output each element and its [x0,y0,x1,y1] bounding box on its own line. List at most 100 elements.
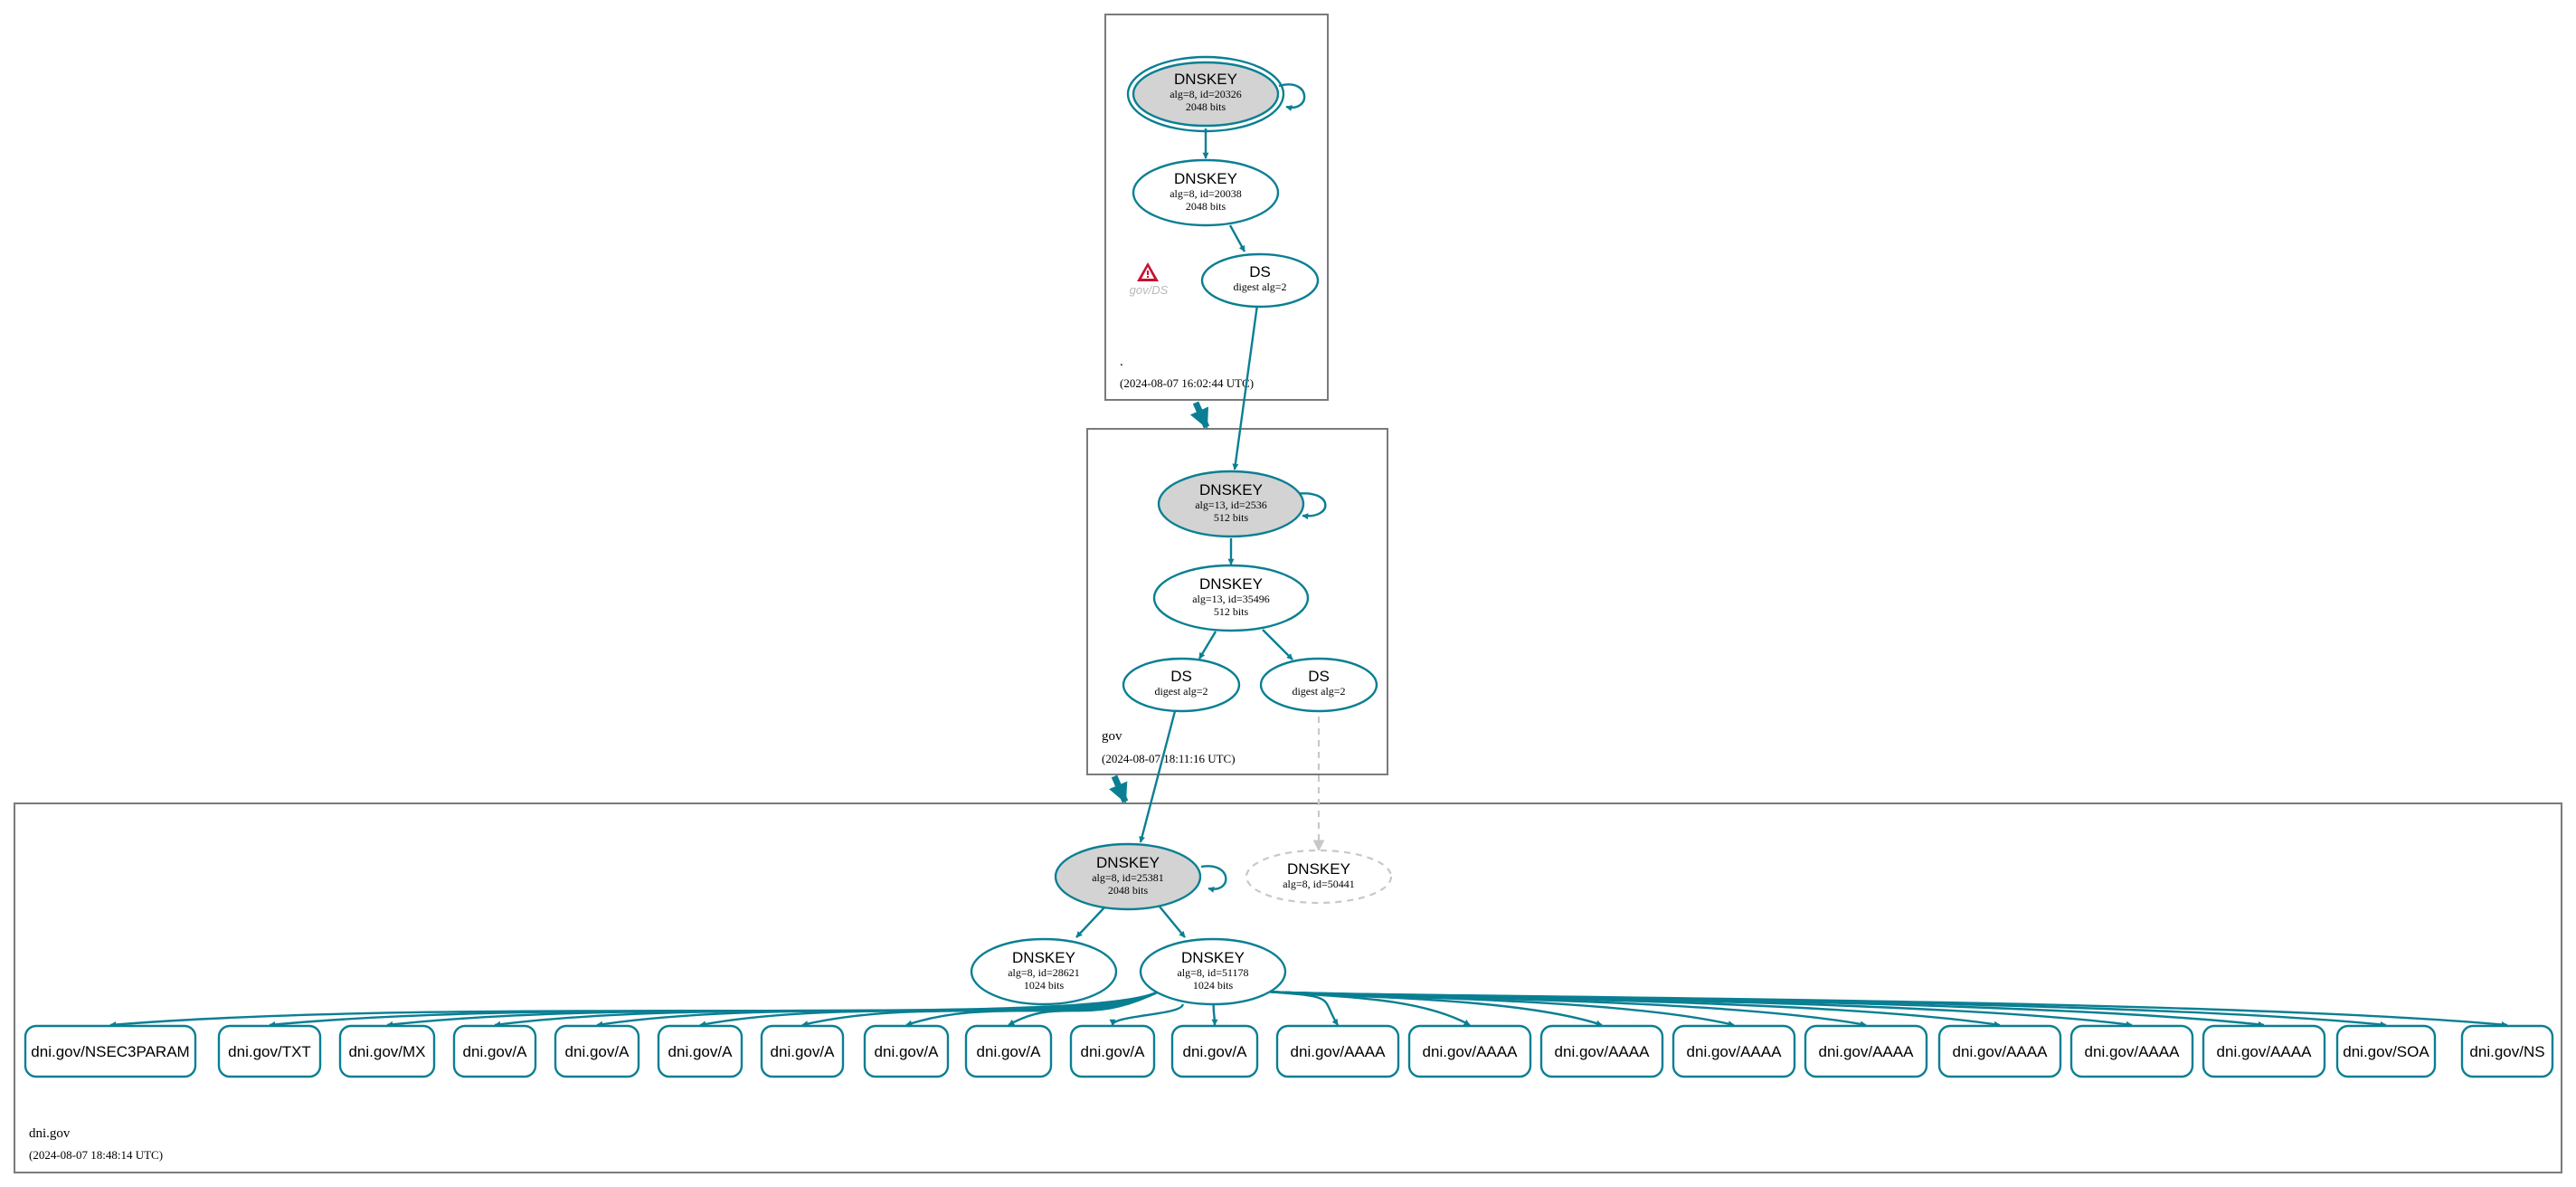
dni-key2-line1: alg=8, id=28621 [1008,966,1080,979]
rrset-node[interactable]: dni.gov/A [657,1024,743,1078]
rrset-node[interactable]: dni.gov/A [863,1024,950,1078]
rrset-label: dni.gov/A [463,1043,528,1060]
rrset-node[interactable]: dni.gov/NSEC3PARAM [24,1024,197,1078]
root-ds-title: DS [1249,263,1271,280]
gov-ds1-line1: digest alg=2 [1154,685,1208,698]
gov-ds2-line1: digest alg=2 [1292,685,1345,698]
gov-zsk-ellipse [1152,564,1310,632]
root-ds-node[interactable]: DS digest alg=2 [1200,252,1320,309]
gov-zsk-node[interactable]: DNSKEY alg=13, id=35496 512 bits [1152,564,1310,632]
rrset-node[interactable]: dni.gov/MX [338,1024,436,1078]
rrset-label: dni.gov/A [1183,1043,1248,1060]
root-ds-line1: digest alg=2 [1233,280,1286,293]
dni-missing-key-node[interactable]: DNSKEY alg=8, id=50441 [1245,849,1393,905]
rrset-label: dni.gov/AAAA [1423,1043,1519,1060]
rrset-box [1937,1024,2062,1078]
rrset-node[interactable]: dni.gov/AAAA [1275,1024,1400,1078]
rrset-box [554,1024,640,1078]
rrset-node[interactable]: dni.gov/TXT [217,1024,322,1078]
rrset-box [338,1024,436,1078]
dni-zsk-ellipse [1139,937,1287,1006]
gov-ksk-title: DNSKEY [1199,481,1263,499]
root-ksk-node[interactable]: DNSKEY alg=8, id=20326 2048 bits [1126,55,1285,133]
delegation-gov-dni-arrow [1109,774,1129,804]
rrset-node[interactable]: dni.gov/A [760,1024,845,1078]
gov-zsk-line2: 512 bits [1214,605,1249,618]
edge-gov-ds1-to-dni-ksk [1139,710,1177,843]
rrset-label: dni.gov/NSEC3PARAM [31,1043,189,1060]
zone-dni-name: dni.gov [29,1126,71,1141]
edge-zsk-to-rrset [1211,1003,1218,1026]
rrset-label: dni.gov/SOA [2343,1043,2429,1060]
rrset-box [24,1024,197,1078]
rrset-node[interactable]: dni.gov/AAAA [2069,1024,2194,1078]
rrset-box [1804,1024,1928,1078]
dni-ksk-node[interactable]: DNSKEY alg=8, id=25381 2048 bits [1054,842,1202,911]
rrset-node[interactable]: dni.gov/AAAA [1539,1024,1664,1078]
rrset-node[interactable]: dni.gov/AAAA [1937,1024,2062,1078]
root-zsk-node[interactable]: DNSKEY alg=8, id=20038 2048 bits [1132,158,1280,227]
edge-zsk-to-rrset [1008,990,1160,1027]
rrset-node[interactable]: dni.gov/AAAA [1407,1024,1532,1078]
dni-missing-key-title: DNSKEY [1287,860,1350,878]
rrset-node[interactable]: dni.gov/A [452,1024,537,1078]
edge-dni-ksk-to-zsk [1159,906,1186,938]
gov-ds1-title: DS [1170,668,1192,685]
rrset-box [217,1024,322,1078]
edge-root-ds-to-gov-ksk [1232,304,1259,470]
rrset-node[interactable]: dni.gov/AAAA [1804,1024,1928,1078]
gov-ksk-line1: alg=13, id=2536 [1195,499,1267,511]
gov-ksk-node[interactable]: DNSKEY alg=13, id=2536 512 bits [1157,470,1305,538]
edge-gov-zsk-to-ds1 [1198,631,1217,660]
warning-triangle-icon [1137,262,1159,281]
root-ksk-line2: 2048 bits [1186,100,1226,113]
edge-gov-zsk-to-ds2 [1262,629,1293,660]
edge-root-ksk-self [1278,83,1306,111]
rrset-box [452,1024,537,1078]
dni-ksk-title: DNSKEY [1096,854,1160,871]
gov-zsk-title: DNSKEY [1199,575,1263,593]
dni-zsk-node[interactable]: DNSKEY alg=8, id=51178 1024 bits [1139,937,1287,1006]
root-gov-ds-warning[interactable]: gov/DS [1130,262,1169,297]
root-zsk-ellipse [1132,158,1280,227]
rrset-box [1170,1024,1259,1078]
rrset-node[interactable]: dni.gov/A [1170,1024,1259,1078]
gov-ds2-node[interactable]: DS digest alg=2 [1259,657,1378,713]
dni-key2-node[interactable]: DNSKEY alg=8, id=28621 1024 bits [970,937,1118,1006]
zone-root-name: . [1120,355,1123,369]
zone-gov-name: gov [1102,729,1122,744]
rrset-box [1275,1024,1400,1078]
edge-dni-ksk-to-key2 [1075,906,1106,938]
gov-ds2-title: DS [1308,668,1330,685]
zone-root-timestamp: (2024-08-07 16:02:44 UTC) [1120,376,1254,390]
zone-dni-timestamp: (2024-08-07 18:48:14 UTC) [29,1148,163,1162]
rrset-box [1672,1024,1796,1078]
dni-zsk-line1: alg=8, id=51178 [1177,966,1248,979]
rrset-node[interactable]: dni.gov/SOA [2335,1024,2437,1078]
gov-ds1-node[interactable]: DS digest alg=2 [1122,657,1241,713]
rrset-node[interactable]: dni.gov/A [554,1024,640,1078]
edge-dni-ksk-self [1200,865,1227,893]
root-ksk-line1: alg=8, id=20326 [1170,88,1242,100]
rrset-label: dni.gov/AAAA [1291,1043,1387,1060]
rrset-node[interactable]: dni.gov/A [964,1024,1053,1078]
edge-zsk-to-rrset [1109,1003,1184,1026]
dni-key2-ellipse [970,937,1118,1006]
dni-key2-title: DNSKEY [1012,949,1075,966]
rrset-box [657,1024,743,1078]
rrset-node[interactable]: dni.gov/AAAA [2202,1024,2326,1078]
rrset-label: dni.gov/MX [348,1043,425,1060]
rrset-box [2069,1024,2194,1078]
rrset-label: dni.gov/TXT [228,1043,311,1060]
rrset-box [1539,1024,1664,1078]
root-ds-ellipse [1200,252,1320,309]
rrset-node[interactable]: dni.gov/NS [2460,1024,2554,1078]
rrset-label: dni.gov/AAAA [1555,1043,1651,1060]
dni-missing-key-line1: alg=8, id=50441 [1283,878,1355,890]
rrset-node[interactable]: dni.gov/A [1069,1024,1156,1078]
rrset-node[interactable]: dni.gov/AAAA [1672,1024,1796,1078]
gov-zsk-line1: alg=13, id=35496 [1192,593,1270,605]
root-ksk-ellipse [1132,61,1280,128]
rrset-label: dni.gov/AAAA [1953,1043,2049,1060]
